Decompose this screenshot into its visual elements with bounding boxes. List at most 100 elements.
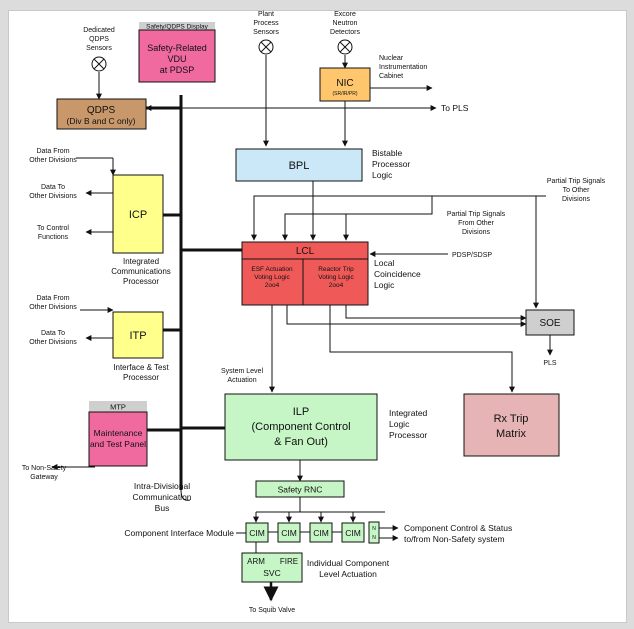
lcl-rt-line2: Voting Logic	[318, 274, 354, 281]
bpl-desc-1: Bistable	[372, 148, 403, 158]
itp-data-to-1: Data To	[41, 330, 65, 337]
intra-bus-1: Intra-Divisional	[134, 481, 190, 491]
icp-data-to-2: Other Divisions	[29, 193, 77, 200]
icp-desc-3: Processor	[123, 277, 159, 286]
icp-desc-2: Communications	[111, 267, 171, 276]
itp-data-from-2: Other Divisions	[29, 304, 77, 311]
itp-desc-2: Processor	[123, 373, 159, 382]
lcl-esf-line2: Voting Logic	[254, 274, 290, 281]
pdsp-sdsp-label: PDSP/SDSP	[452, 252, 492, 259]
partial-trip-out-line	[313, 195, 539, 309]
rx-trip-line1: Rx Trip	[494, 413, 529, 425]
soe-title: SOE	[539, 318, 560, 329]
individual-component-1: Individual Component	[307, 558, 390, 568]
bpl-lcl-left-line	[251, 195, 313, 241]
itp-data-from-1: Data From	[36, 295, 69, 302]
excore-label-3: Detectors	[330, 29, 360, 36]
icp-data-to-1: Data To	[41, 184, 65, 191]
intra-bus-2: Communication	[132, 492, 191, 502]
mtp-line1: Maintenance	[94, 428, 143, 438]
svc-block: ARM FIRE SVC	[241, 552, 303, 583]
individual-component-2: Level Actuation	[319, 569, 377, 579]
pls-bottom-label: PLS	[543, 360, 557, 367]
mtp-header: MTP	[110, 403, 126, 412]
intra-bus-3: Bus	[155, 503, 170, 513]
bpl-desc-2: Processor	[372, 159, 410, 169]
itp-block: ITP	[112, 311, 164, 359]
soe-block: SOE	[525, 309, 575, 336]
cim-label-3: CIM	[313, 528, 329, 538]
nsc-label-2: N	[372, 535, 376, 541]
nsc-block: N N	[368, 521, 380, 544]
nonsafety-gateway-1: To Non-Safety	[22, 465, 67, 472]
lcl-block: LCL ESF Actuation Voting Logic 2oo4 Reac…	[241, 241, 369, 306]
cim-block-2: CIM	[277, 522, 301, 543]
lcl-rt-line3: 2oo4	[329, 282, 344, 289]
component-control-2: to/from Non-Safety system	[404, 534, 505, 544]
nic-title: NIC	[336, 78, 353, 89]
svc-arm-label: ARM	[247, 557, 265, 566]
itp-data-to-2: Other Divisions	[29, 339, 77, 346]
to-control-2: Functions	[38, 234, 69, 241]
mtp-line2: and Test Panel	[90, 439, 146, 449]
lcl-desc-2: Coincidence	[374, 269, 421, 279]
cim-label-4: CIM	[345, 528, 361, 538]
bpl-title: BPL	[289, 160, 310, 172]
plant-process-label-3: Sensors	[253, 29, 279, 36]
partial-trip-from-2: From Other	[458, 220, 494, 227]
svc-fire-label: FIRE	[280, 557, 298, 566]
dedicated-qdps-label-3: Sensors	[86, 45, 112, 52]
lcl-esf-line3: 2oo4	[265, 282, 280, 289]
connector-lines	[51, 55, 553, 602]
partial-trip-to-1: Partial Trip Signals	[547, 178, 606, 185]
partial-trip-to-3: Divisions	[562, 196, 591, 203]
plant-process-label-1: Plant	[258, 11, 274, 18]
cim-label-2: CIM	[281, 528, 297, 538]
nic-cabinet-label-2: Instrumentation	[379, 64, 427, 71]
lcl-esf-line1: ESF Actuation	[251, 266, 293, 273]
bpl-block: BPL	[235, 148, 363, 182]
cim-block-3: CIM	[309, 522, 333, 543]
safety-vdu-header: Safety/QDPS Display	[146, 24, 209, 31]
partial-trip-to-2: To Other	[563, 187, 591, 194]
system-level-1: System Level	[221, 368, 263, 375]
nic-cabinet-label-1: Nuclear	[379, 55, 404, 62]
dedicated-qdps-label-1: Dedicated	[83, 27, 115, 34]
lcl-soe-line-b	[345, 305, 527, 321]
lcl-desc-3: Logic	[374, 280, 395, 290]
to-control-1: To Control	[37, 225, 69, 232]
partial-trip-from-line-a	[282, 196, 433, 241]
ilp-line2: (Component Control	[251, 421, 350, 433]
qdps-title: QDPS	[87, 105, 116, 116]
safety-vdu-line2: VDU	[167, 54, 186, 64]
bus-curve-bottom	[180, 489, 191, 501]
annotation-labels: Dedicated QDPS Sensors Plant Process Sen…	[22, 11, 606, 614]
icp-desc-1: Integrated	[123, 257, 159, 266]
rx-trip-line2: Matrix	[496, 428, 526, 440]
lcl-desc-1: Local	[374, 258, 394, 268]
excore-label-2: Neutron	[333, 20, 358, 27]
svc-title: SVC	[263, 568, 280, 578]
cim-label-1: CIM	[249, 528, 265, 538]
rx-trip-matrix-block: Rx Trip Matrix	[463, 393, 560, 457]
ilp-block: ILP (Component Control & Fan Out)	[224, 393, 378, 461]
system-level-2: Actuation	[227, 377, 256, 384]
lcl-rxtrip-line	[329, 305, 515, 393]
qdps-block: QDPS (Div B and C only)	[56, 98, 147, 130]
lcl-soe-line-a	[286, 305, 527, 327]
bpl-desc-3: Logic	[372, 170, 393, 180]
excore-detector-icon	[337, 39, 353, 55]
plant-process-sensor-icon	[258, 39, 274, 55]
plant-process-label-2: Process	[253, 20, 279, 27]
safety-rnc-title: Safety RNC	[278, 485, 323, 495]
dedicated-qdps-label-2: QDPS	[89, 36, 109, 43]
icp-title: ICP	[129, 209, 147, 221]
nsc-label-1: N	[372, 526, 376, 532]
itp-title: ITP	[129, 330, 146, 342]
cim-block-1: CIM	[245, 522, 269, 543]
component-control-1: Component Control & Status	[404, 523, 512, 533]
excore-label-1: Excore	[334, 11, 356, 18]
to-squib-valve-label: To Squib Valve	[249, 607, 295, 614]
qdps-subtitle: (Div B and C only)	[67, 116, 136, 126]
